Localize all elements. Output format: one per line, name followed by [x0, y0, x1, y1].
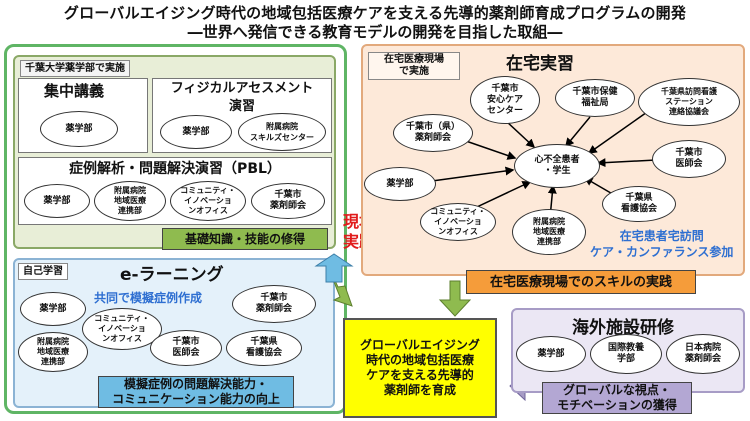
arrow-from-anshin [505, 120, 536, 149]
arrow-from-hoken [565, 116, 591, 148]
pbl-item-3: 千葉市 薬剤師会 [251, 183, 325, 219]
self-study-tag: 自己学習 [18, 263, 68, 280]
overseas-item-1: 国際教養 学部 [590, 334, 662, 374]
title-line2: ―世界へ発信できる教育モデルの開発を目指した取組― [187, 23, 563, 41]
zaitaku-title: 在宅実習 [506, 54, 574, 74]
elearning-note: 共同で模擬症例作成 [94, 291, 203, 305]
elearning-item-1: コミュニティ・ イノベーショ ンオフィス [82, 308, 162, 350]
elearning-band: 模擬症例の問題解決能力・ コミュニケーション能力の向上 [98, 376, 294, 408]
shuchu-item-0: 薬学部 [40, 111, 118, 147]
pbl-item-2: コミュニティ・ イノベーショ ンオフィス [170, 181, 246, 221]
pbl-item-0: 薬学部 [24, 184, 90, 218]
overseas-title: 海外施設研修 [572, 318, 674, 338]
zaitaku-item-8: 附属病院 地域医療 連携部 [512, 209, 586, 255]
shuchu-title: 集中講義 [44, 82, 105, 100]
title-line1: グローバルエイジング時代の地域包括医療ケアを支える先導的薬剤師育成プログラムの開… [63, 4, 687, 22]
zaitaku-item-6: 千葉県 看護協会 [602, 186, 676, 222]
zaitaku-center: 心不全患者 ・学生 [514, 144, 600, 188]
overseas-item-0: 薬学部 [516, 336, 586, 372]
physical-title: フィジカルアセスメント 演習 [170, 81, 314, 114]
chiba-band: 基礎知識・技能の修得 [162, 228, 328, 250]
zaitaku-item-7: コミュニティ・ イノベーショ ンオフィス [420, 203, 496, 241]
goal-box: グローバルエイジング 時代の地域包括医療 ケアを支える先導的 薬剤師を育成 [343, 318, 497, 418]
physical-item-0: 薬学部 [160, 115, 232, 149]
zaitaku-band: 在宅医療現場でのスキルの実践 [466, 270, 696, 294]
zaitaku-item-0: 千葉市 安心ケア センター [470, 76, 540, 124]
elearning-title: e-ラーニング [120, 265, 224, 285]
zaitaku-item-3: 千葉市（県） 薬剤師会 [393, 114, 473, 152]
zaitaku-item-5: 薬学部 [364, 167, 436, 201]
zaitaku-item-2: 千葉県訪問看護 ステーション 連絡協議会 [638, 78, 740, 126]
arrow-from-ishikai [596, 158, 657, 168]
elearning-item-5: 千葉県 看護協会 [226, 330, 302, 366]
chiba-tag: 千葉大学薬学部で実施 [20, 60, 130, 77]
zaitaku-tag: 在宅医療現場 で実施 [368, 52, 460, 80]
elearning-item-3: 附属病院 地域医療 連携部 [18, 332, 88, 372]
pbl-item-1: 附属病院 地域医療 連携部 [94, 181, 166, 221]
zaitaku-note: 在宅患者宅訪問 ケア・カンファランス参加 [590, 229, 734, 259]
overseas-band: グローバルな視点・ モチベーションの獲得 [542, 382, 692, 414]
zaitaku-item-1: 千葉市保健 福祉局 [555, 79, 635, 117]
pbl-title: 症例解析・問題解決演習（PBL） [69, 161, 281, 177]
arrow-elearning-to-goal [314, 253, 354, 283]
overseas-item-2: 日本病院 薬剤師会 [666, 334, 740, 374]
elearning-item-2: 千葉市 薬剤師会 [232, 285, 316, 323]
arrow-from-yakuzaishi [462, 139, 517, 160]
arrow-zaitaku-to-goal [438, 280, 472, 317]
zaitaku-item-4: 千葉市 医師会 [652, 140, 726, 178]
elearning-item-0: 薬学部 [20, 292, 86, 326]
arrow-from-houmon [587, 109, 651, 154]
arrow-from-yakugaku [431, 166, 515, 182]
elearning-item-4: 千葉市 医師会 [150, 330, 222, 366]
physical-item-1: 附属病院 スキルズセンター [238, 113, 326, 151]
